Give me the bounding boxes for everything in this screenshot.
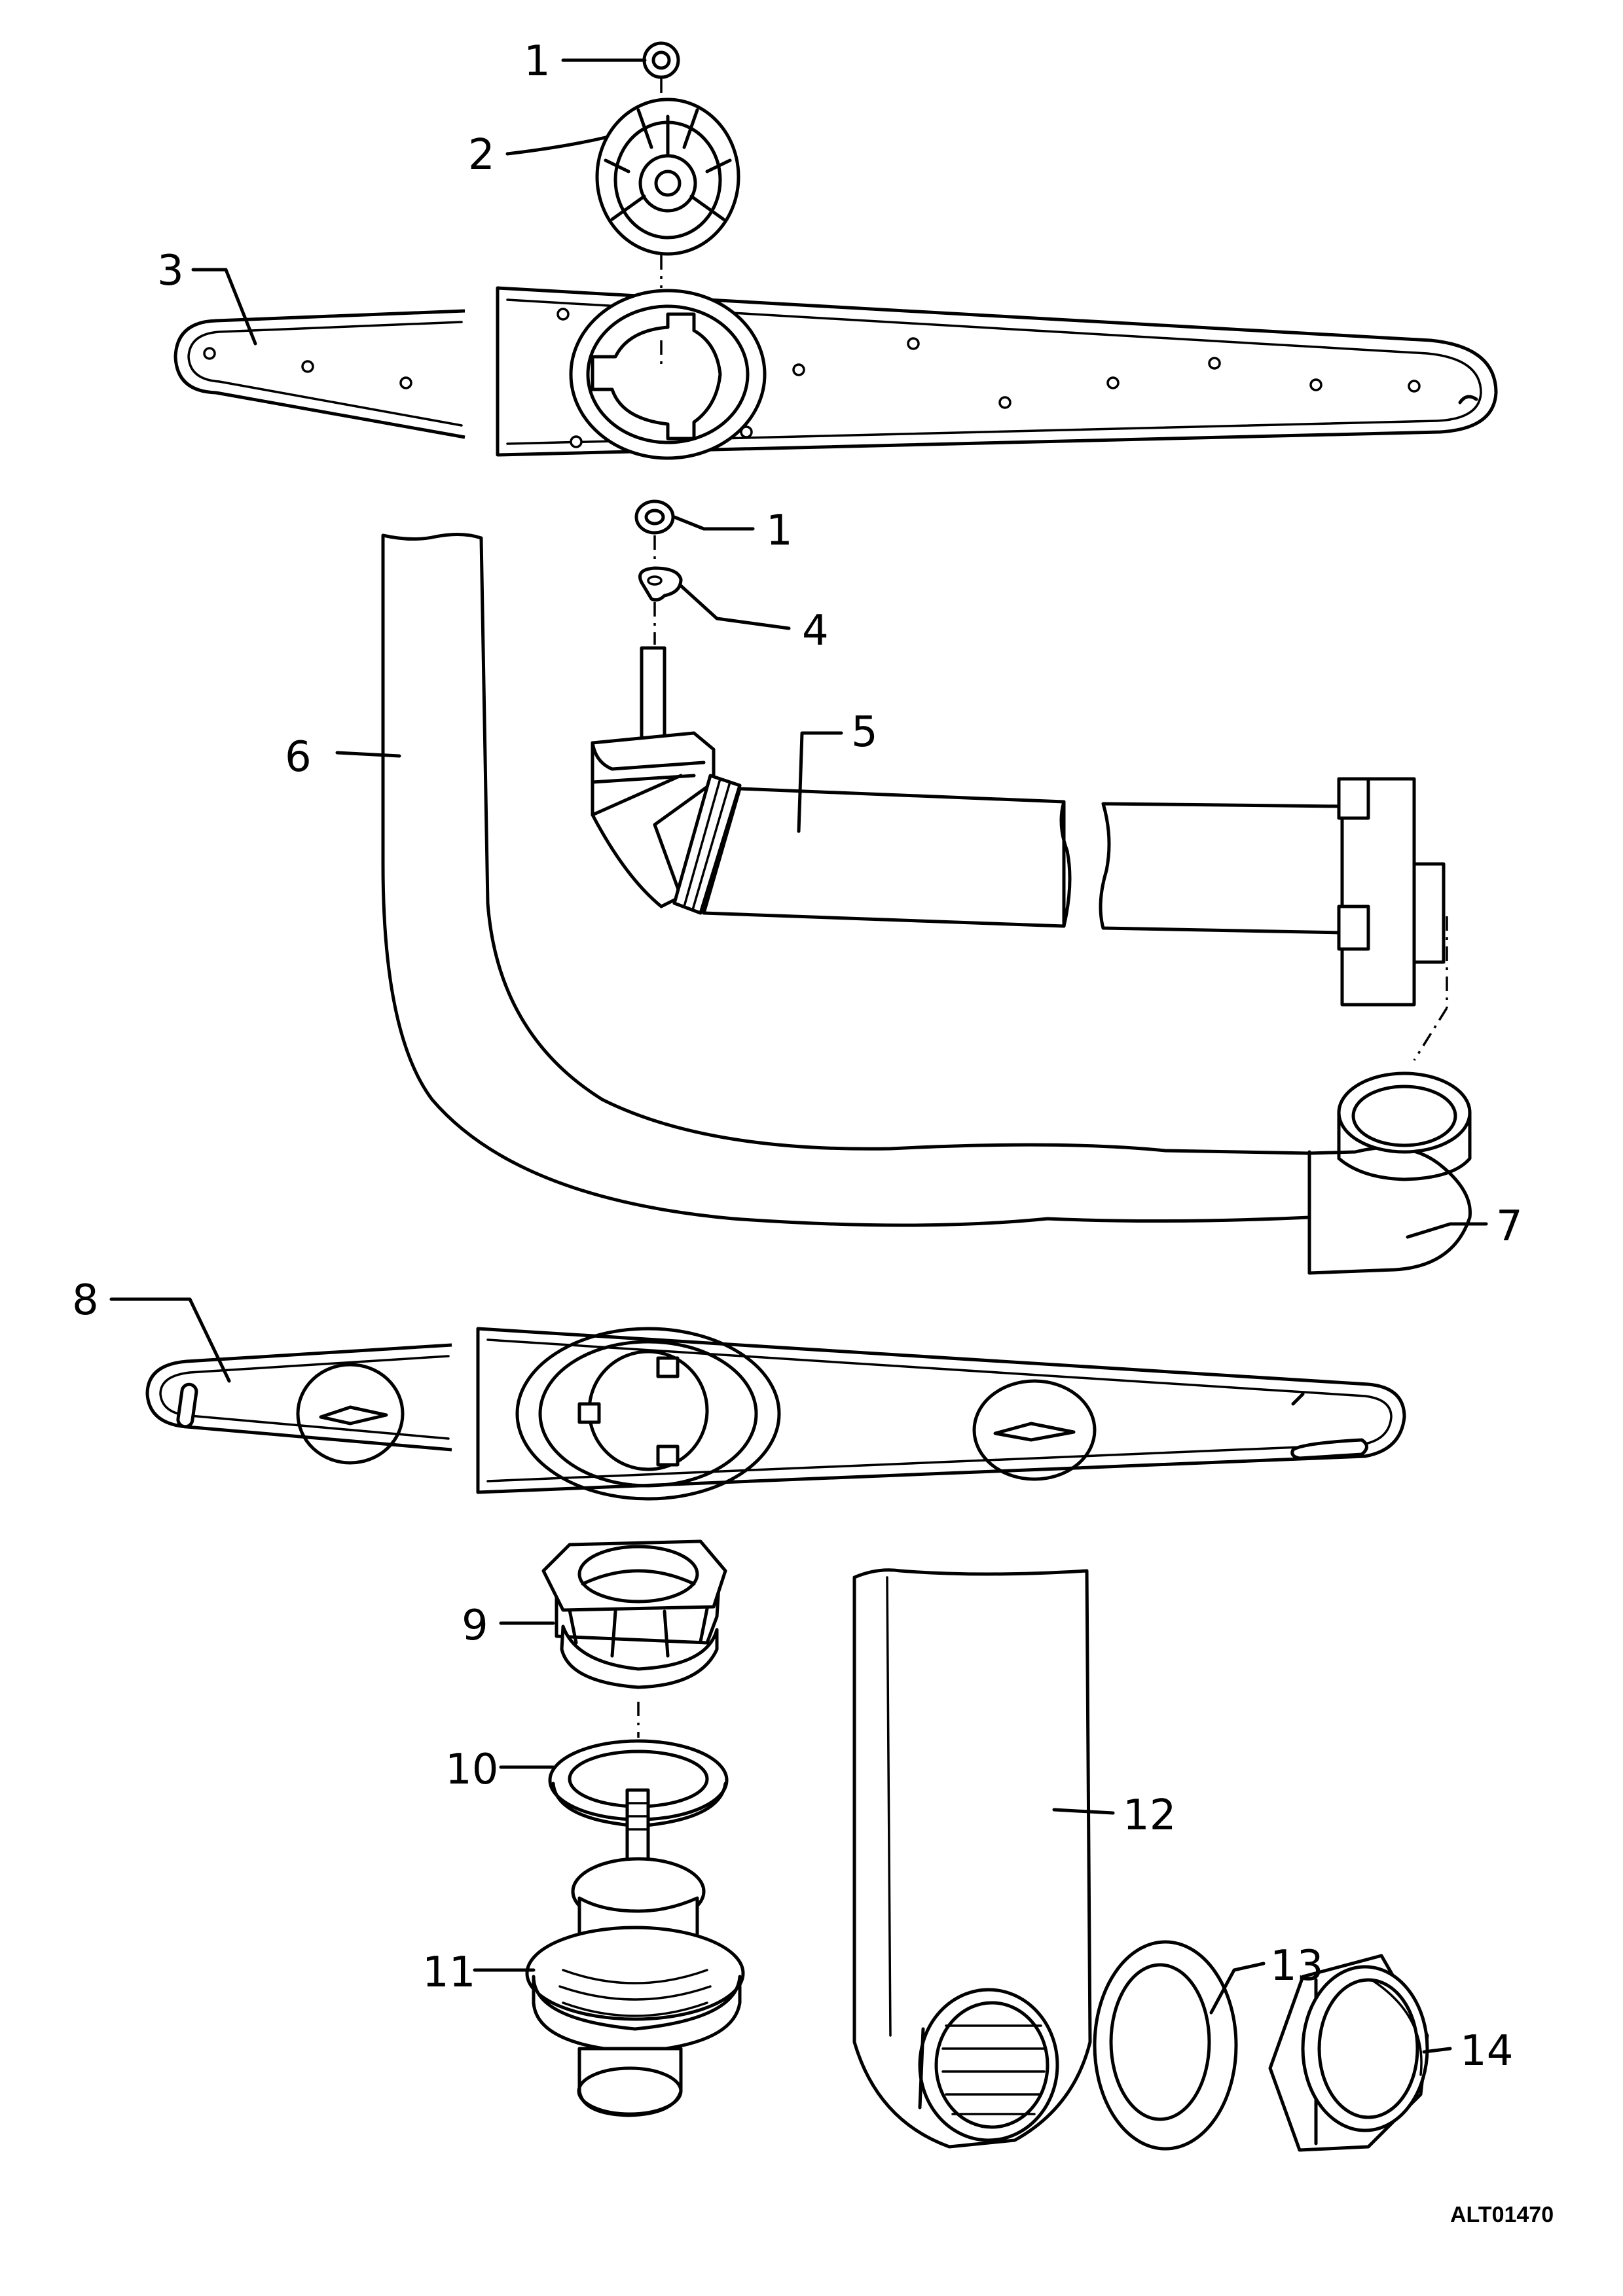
callout-3: 3 (157, 247, 184, 295)
part-2-hub-cap (595, 79, 740, 288)
part-4-retaining-clip (638, 566, 683, 645)
part-7-elbow-connector (1307, 1071, 1472, 1275)
figure-code: ALT01470 (1450, 2202, 1554, 2227)
callout-1-second: 1 (766, 507, 793, 555)
callout-1-top: 1 (524, 37, 551, 86)
part-9-hex-nut (541, 1539, 727, 1689)
callout-13: 13 (1270, 1942, 1323, 1990)
callout-6: 6 (285, 733, 312, 781)
part-8-lower-spray-arm (145, 1327, 1406, 1501)
part-11-valve-assembly (525, 1788, 745, 2117)
part-12-drain-tube (852, 1568, 1092, 2149)
part-1-washer-top (642, 41, 680, 79)
callout-11: 11 (422, 1948, 475, 1997)
callout-10: 10 (445, 1746, 498, 1794)
callout-leaders (109, 58, 1488, 2054)
callout-7: 7 (1496, 1202, 1523, 1251)
part-13-gasket-ring (1093, 1940, 1238, 2151)
callout-14: 14 (1460, 2027, 1513, 2075)
callout-5: 5 (851, 708, 878, 757)
callout-4: 4 (802, 607, 829, 655)
part-3-upper-spray-arm (173, 286, 1498, 460)
callout-8: 8 (72, 1276, 99, 1325)
part-1-washer-second (634, 499, 675, 563)
part-5-feed-tube (591, 646, 1448, 1061)
callout-9: 9 (462, 1602, 488, 1650)
callout-12: 12 (1123, 1791, 1176, 1840)
callout-2: 2 (468, 131, 495, 179)
part-14-hex-lock-nut (1268, 1954, 1429, 2152)
